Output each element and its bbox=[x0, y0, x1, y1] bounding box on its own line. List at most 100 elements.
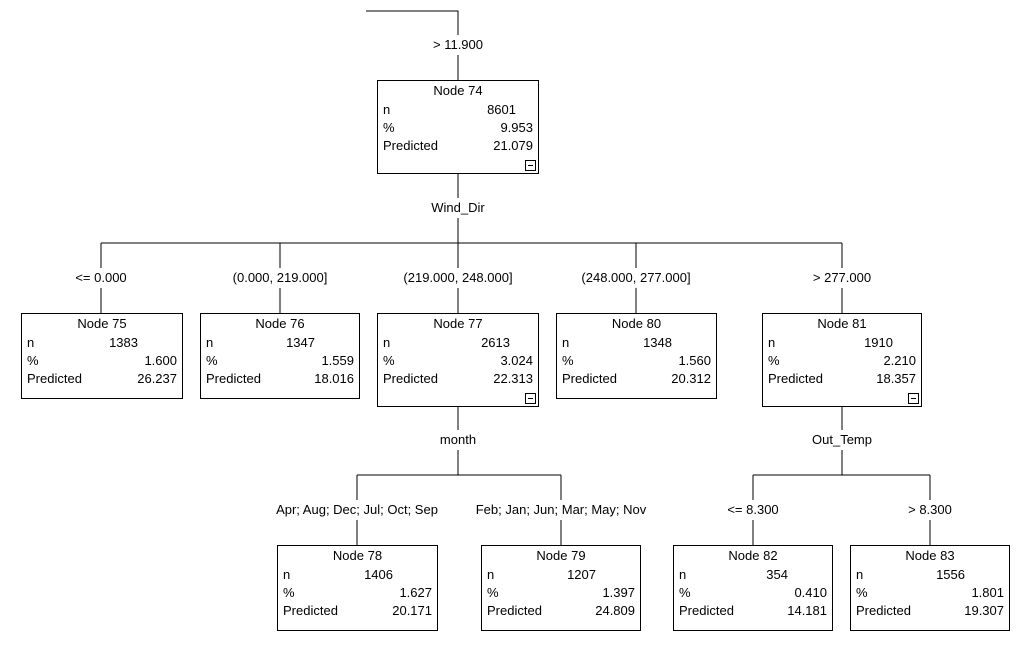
row-label: Predicted bbox=[383, 138, 438, 153]
row-n: n 8601 bbox=[378, 101, 538, 119]
edge-label-76: (0.000, 219.000] bbox=[232, 270, 328, 285]
row-label: n bbox=[562, 335, 570, 350]
row-value: 1383 bbox=[109, 335, 138, 350]
row-value: 18.357 bbox=[876, 371, 916, 386]
row-value: 1347 bbox=[286, 335, 315, 350]
row-label: % bbox=[856, 585, 868, 600]
row-value: 1207 bbox=[567, 567, 596, 582]
row-value: 1910 bbox=[864, 335, 893, 350]
row-pred: Predicted 22.313 bbox=[378, 370, 538, 388]
row-n: n 1348 bbox=[557, 334, 716, 352]
row-value: 1556 bbox=[936, 567, 965, 582]
row-value: 1.600 bbox=[144, 353, 177, 368]
row-label: Predicted bbox=[383, 371, 438, 386]
row-label: n bbox=[283, 567, 291, 582]
row-label: Predicted bbox=[487, 603, 542, 618]
node-title: Node 77 bbox=[433, 316, 483, 331]
row-value: 8601 bbox=[487, 102, 516, 117]
split-var-month: month bbox=[439, 432, 477, 447]
node-title: Node 75 bbox=[77, 316, 127, 331]
row-pred: Predicted 24.809 bbox=[482, 602, 640, 620]
row-label: n bbox=[679, 567, 687, 582]
row-label: Predicted bbox=[283, 603, 338, 618]
row-value: 2.210 bbox=[883, 353, 916, 368]
row-pct: % 9.953 bbox=[378, 119, 538, 137]
row-pct: % 1.560 bbox=[557, 352, 716, 370]
row-value: 9.953 bbox=[500, 120, 533, 135]
node-title: Node 78 bbox=[332, 548, 383, 563]
row-value: 26.237 bbox=[137, 371, 177, 386]
row-value: 19.307 bbox=[964, 603, 1004, 618]
row-value: 22.313 bbox=[493, 371, 533, 386]
row-label: % bbox=[562, 353, 574, 368]
row-value: 1.560 bbox=[678, 353, 711, 368]
node-title: Node 82 bbox=[728, 548, 778, 563]
row-value: 1348 bbox=[643, 335, 672, 350]
node-title: Node 76 bbox=[255, 316, 305, 331]
row-label: n bbox=[487, 567, 495, 582]
edge-label-77: (219.000, 248.000] bbox=[403, 270, 513, 285]
edge-label-80: (248.000, 277.000] bbox=[581, 270, 691, 285]
row-pct: %2.210 bbox=[763, 352, 921, 370]
row-pct: % 1.801 bbox=[851, 584, 1009, 602]
row-n: n 2613 bbox=[378, 334, 538, 352]
row-pred: Predicted 26.237 bbox=[22, 370, 182, 388]
row-pct: %1.600 bbox=[22, 352, 182, 370]
row-label: % bbox=[206, 353, 218, 368]
row-pct: % 1.627 bbox=[278, 584, 437, 602]
row-n: n 1207 bbox=[482, 566, 640, 584]
edge-label-74: > 11.900 bbox=[432, 37, 484, 52]
row-label: Predicted bbox=[27, 371, 82, 386]
split-var-out-temp: Out_Temp bbox=[812, 432, 872, 447]
edge-label-83: > 8.300 bbox=[908, 502, 952, 517]
row-value: 20.171 bbox=[392, 603, 432, 618]
node-title: Node 80 bbox=[611, 316, 662, 331]
row-pred: Predicted 21.079 bbox=[378, 137, 538, 155]
row-value: 1.397 bbox=[602, 585, 635, 600]
edge-label-82: <= 8.300 bbox=[727, 502, 779, 517]
row-label: % bbox=[283, 585, 295, 600]
node-title: Node 81 bbox=[817, 316, 867, 331]
row-n: n 1910 bbox=[763, 334, 921, 352]
row-value: 21.079 bbox=[493, 138, 533, 153]
row-value: 18.016 bbox=[314, 371, 354, 386]
row-pct: %1.559 bbox=[201, 352, 359, 370]
row-label: Predicted bbox=[562, 371, 617, 386]
row-pct: %0.410 bbox=[674, 584, 832, 602]
row-label: % bbox=[487, 585, 499, 600]
collapse-toggle-icon[interactable] bbox=[525, 160, 536, 171]
row-label: Predicted bbox=[206, 371, 261, 386]
row-value: 2613 bbox=[481, 335, 510, 350]
collapse-toggle-icon[interactable] bbox=[525, 393, 536, 404]
row-label: n bbox=[768, 335, 776, 350]
row-label: n bbox=[383, 335, 391, 350]
row-label: n bbox=[383, 102, 391, 117]
row-value: 14.181 bbox=[787, 603, 827, 618]
row-value: 1.801 bbox=[971, 585, 1004, 600]
row-value: 1.627 bbox=[399, 585, 432, 600]
row-label: % bbox=[383, 120, 395, 135]
edge-label-75: <= 0.000 bbox=[75, 270, 127, 285]
row-value: 24.809 bbox=[595, 603, 635, 618]
row-pct: % 1.397 bbox=[482, 584, 640, 602]
collapse-toggle-icon[interactable] bbox=[908, 393, 919, 404]
row-value: 0.410 bbox=[794, 585, 827, 600]
